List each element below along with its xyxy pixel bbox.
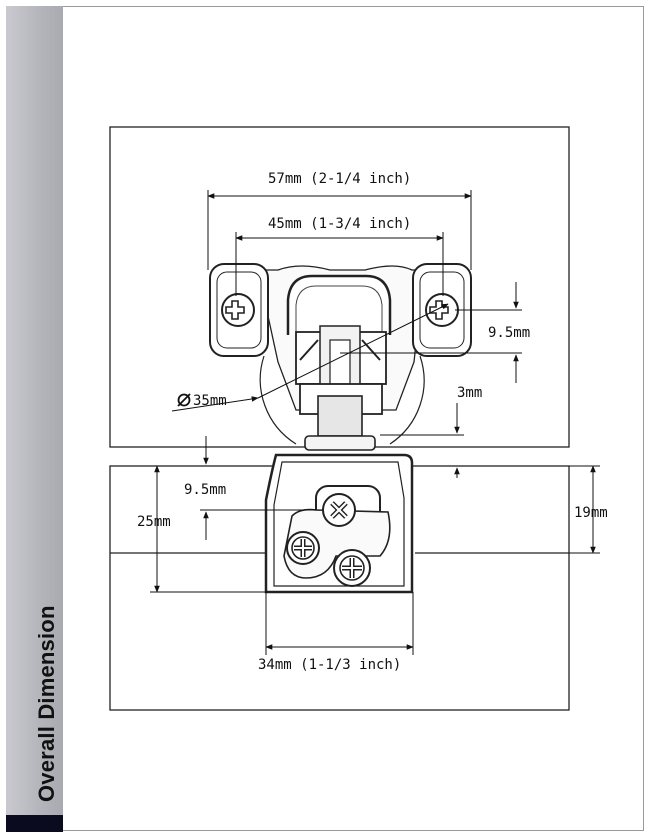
label-gap: 3mm xyxy=(457,385,482,401)
screw-icon xyxy=(291,536,315,560)
label-plate-height: 25mm xyxy=(137,514,171,530)
screw-icon xyxy=(322,493,356,527)
label-screw-offset-bottom: 9.5mm xyxy=(184,482,226,498)
label-overall-width: 57mm (2-1/4 inch) xyxy=(268,171,411,187)
diameter-icon xyxy=(177,393,191,407)
hinge-cup-outline xyxy=(259,355,425,445)
screw-icon xyxy=(339,555,365,581)
label-cup-diameter: 35mm xyxy=(193,393,227,409)
dimension-overall-width xyxy=(207,190,472,270)
label-plate-width: 34mm (1-1/3 inch) xyxy=(258,657,401,673)
sidebar-panel xyxy=(6,6,63,821)
sidebar-footer-bar xyxy=(6,815,63,832)
dimension-plate-height xyxy=(150,465,268,593)
screw-icon xyxy=(221,293,255,327)
dimension-screw-offset-top xyxy=(340,282,522,383)
dimension-plate-width xyxy=(265,592,414,655)
label-screw-offset-top: 9.5mm xyxy=(488,325,530,341)
label-hole-spacing: 45mm (1-3/4 inch) xyxy=(268,216,411,232)
label-plate-overlap: 19mm xyxy=(574,505,608,521)
page-frame xyxy=(63,6,644,831)
dimension-cup-diameter xyxy=(171,303,449,412)
screw-icon xyxy=(425,293,459,327)
dimension-gap xyxy=(380,403,464,478)
dimension-plate-overlap xyxy=(569,465,600,554)
dimension-hole-spacing xyxy=(235,232,444,296)
dimension-screw-offset-bottom xyxy=(200,436,320,540)
